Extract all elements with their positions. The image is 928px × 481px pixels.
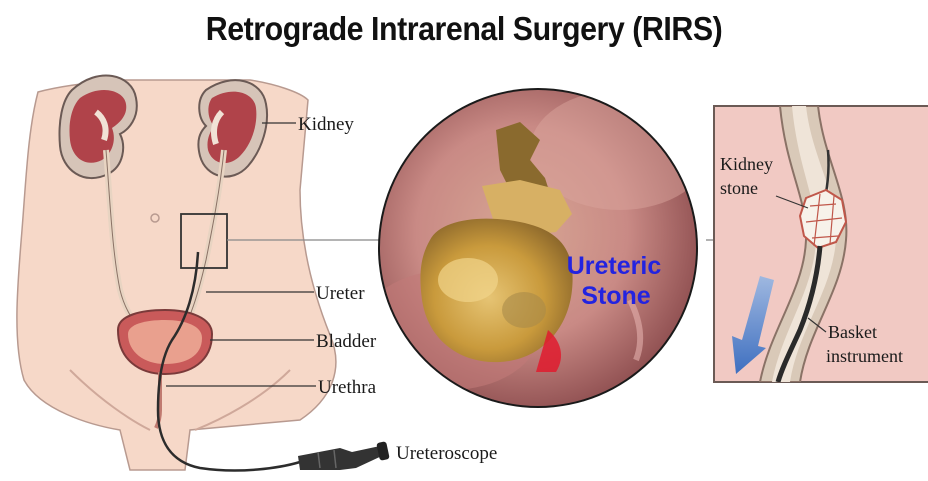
label-ureter: Ureter bbox=[316, 283, 365, 304]
label-urethra: Urethra bbox=[318, 377, 377, 398]
basket-detail-panel: Kidney stone Basket instrument bbox=[714, 106, 928, 382]
label-basket-line2: instrument bbox=[826, 346, 903, 366]
bladder bbox=[118, 310, 212, 374]
label-kidney-stone-line2: stone bbox=[720, 178, 758, 198]
endoscopic-label-line2: Stone bbox=[581, 282, 651, 310]
endoscopic-label-line1: Ureteric bbox=[567, 252, 662, 280]
label-basket-line1: Basket bbox=[828, 322, 877, 342]
label-bladder: Bladder bbox=[316, 331, 377, 352]
endoscopic-view: Ureteric Stone bbox=[360, 88, 710, 408]
ureteroscope-icon bbox=[298, 441, 390, 470]
label-kidney-stone-line1: Kidney bbox=[720, 154, 773, 174]
label-ureteroscope: Ureteroscope bbox=[396, 443, 497, 464]
label-kidney: Kidney bbox=[298, 114, 354, 135]
